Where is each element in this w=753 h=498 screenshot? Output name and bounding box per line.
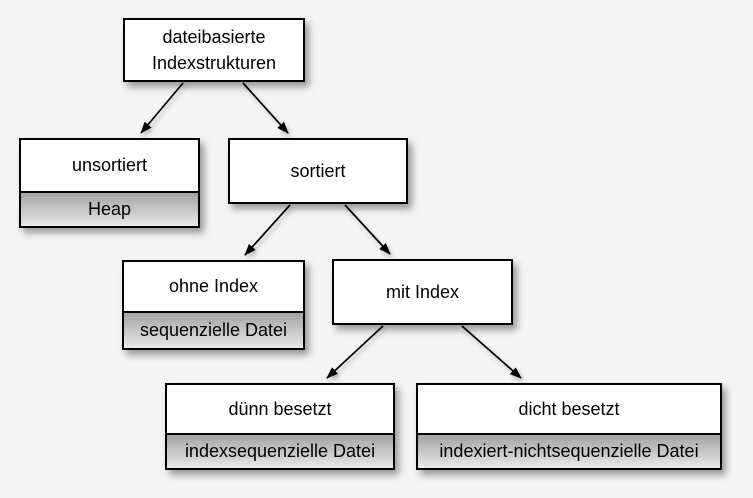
node-unsortiert-label: unsortiert	[21, 140, 198, 191]
node-duenn-besetzt-label: dünn besetzt	[167, 385, 393, 433]
edge-arrow-root-to-sortiert	[242, 82, 289, 134]
node-ohne-index-label: ohne Index	[124, 262, 303, 311]
edge-arrow-sortiert-to-ohne-index	[244, 204, 291, 256]
node-root-label: dateibasierte Indexstrukturen	[125, 20, 303, 80]
node-ohne-index-sublabel: sequenzielle Datei	[124, 311, 303, 348]
node-unsortiert-sublabel: Heap	[21, 191, 198, 226]
node-dicht-besetzt-sublabel: indexiert-nichtsequenzielle Datei	[418, 433, 720, 468]
edge-arrow-mit-index-to-duenn-besetzt	[326, 325, 384, 379]
node-sortiert: sortiert	[228, 138, 408, 204]
edge-arrow-mit-index-to-dicht-besetzt	[461, 325, 522, 379]
node-mit-index: mit Index	[332, 259, 513, 325]
edge-arrow-sortiert-to-mit-index	[344, 204, 391, 255]
node-root: dateibasierte Indexstrukturen	[123, 18, 305, 82]
node-duenn-besetzt-sublabel: indexsequenzielle Datei	[167, 433, 393, 468]
node-mit-index-label: mit Index	[334, 261, 511, 323]
node-dicht-besetzt-label: dicht besetzt	[418, 385, 720, 433]
node-sortiert-label: sortiert	[230, 140, 406, 202]
edge-arrow-root-to-unsortiert	[140, 82, 184, 134]
